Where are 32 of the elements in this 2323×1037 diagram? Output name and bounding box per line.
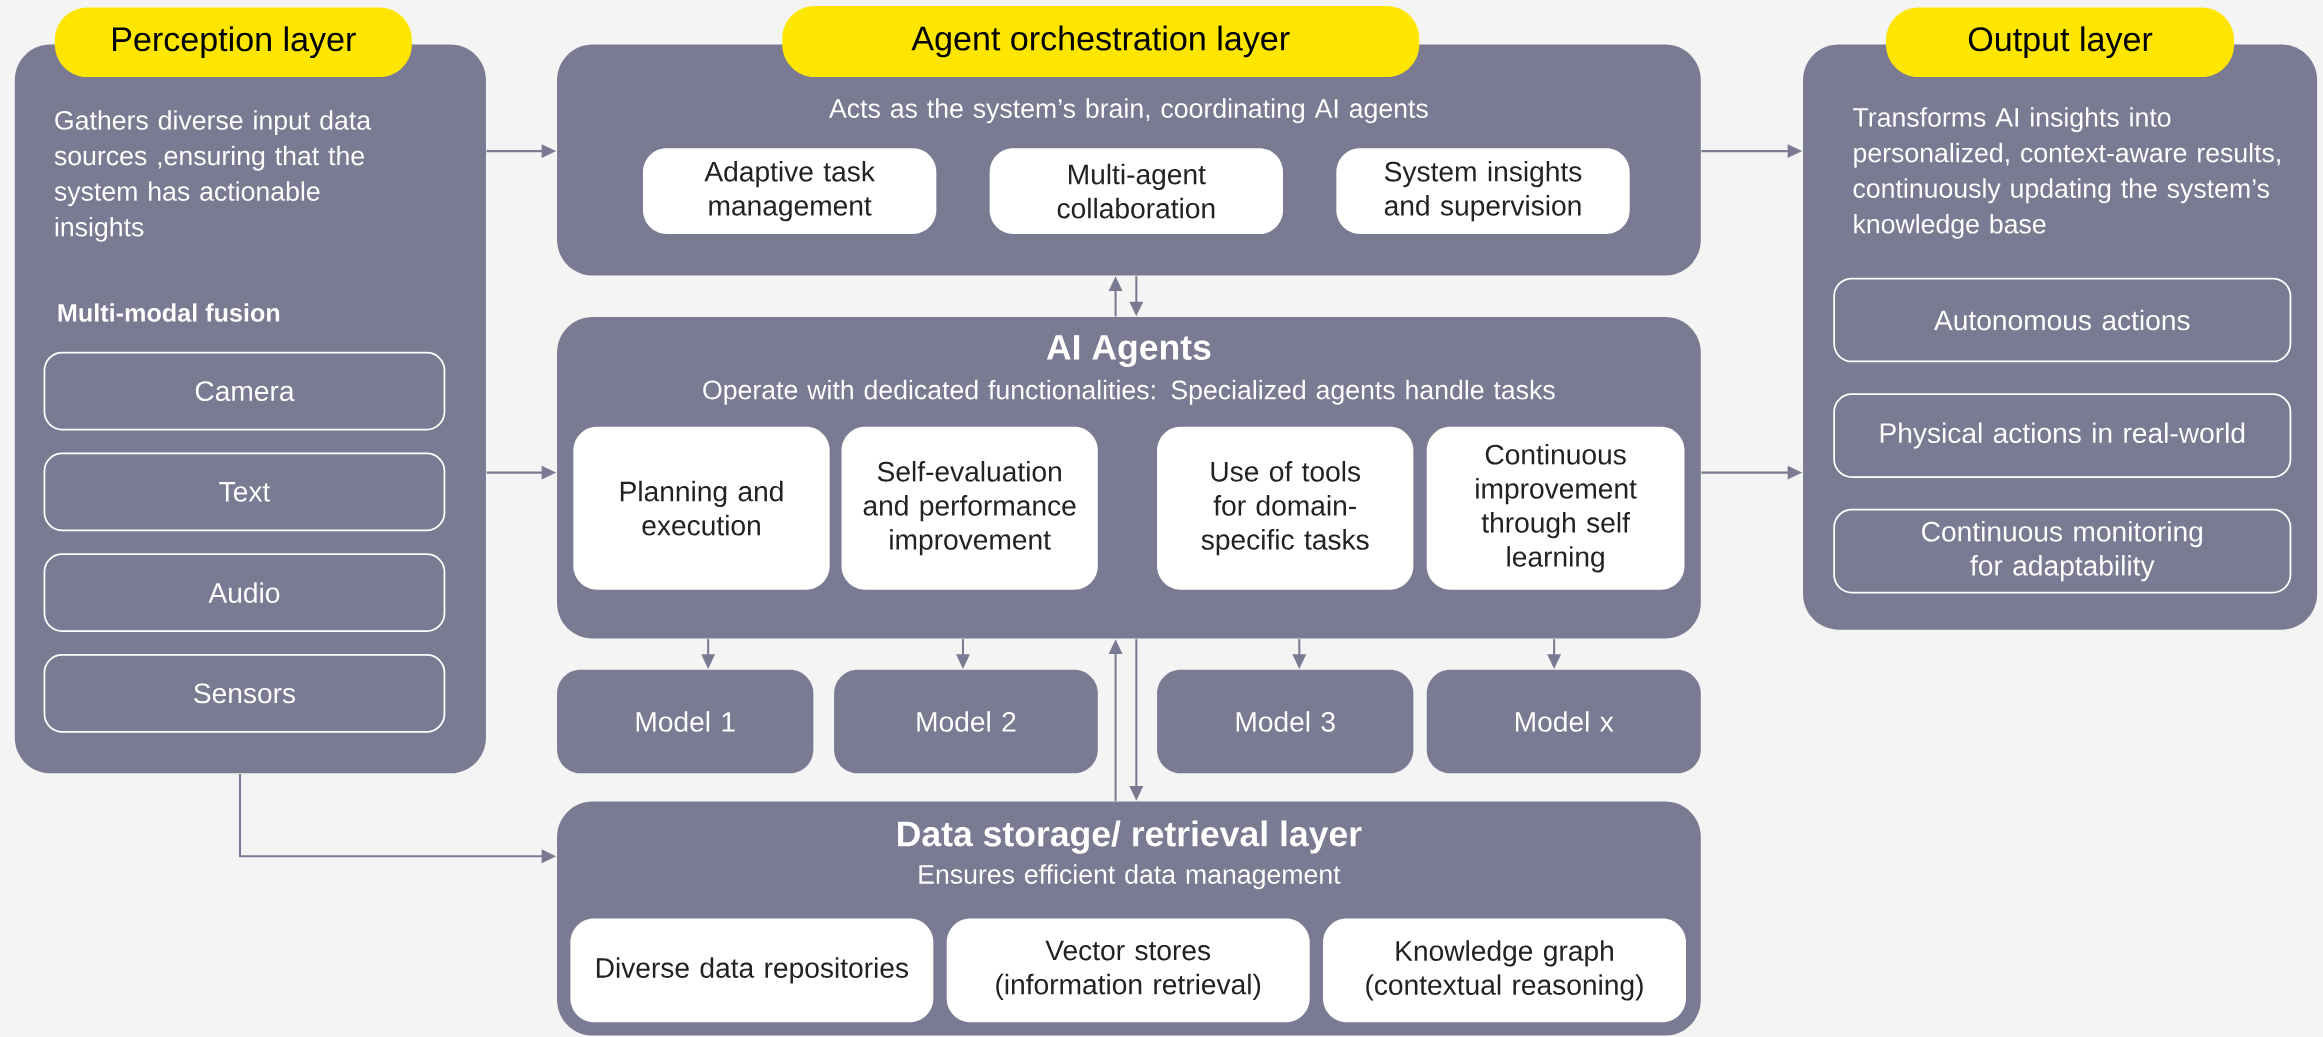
section-heading: Multi-modal fusion (58, 303, 280, 322)
model-box: Model 1 (557, 669, 814, 774)
function-box: Vector stores (information retrieval) (946, 918, 1310, 1023)
model-box: Model 2 (834, 669, 1098, 774)
description: Transforms AI insights into personalized, context-aware results, continuously updating the system’s knowledge base (1853, 107, 2280, 239)
source-box: Continuous monitoring for adaptability (1833, 508, 2292, 594)
source-box: Text (43, 452, 446, 532)
function-box: Continuous improvement through self learning (1426, 426, 1685, 590)
function-box: Planning and execution (573, 426, 830, 590)
description: Acts as the system’s brain, coordinating AI agents (829, 98, 1428, 124)
model-box: Model x (1426, 669, 1701, 774)
source-box: Camera (43, 351, 446, 431)
function-box: Knowledge graph (contextual reasoning) (1323, 918, 1686, 1023)
function-box: Use of tools for domain-specific tasks (1157, 426, 1414, 590)
title-tab: Output layer (1886, 7, 2235, 77)
layer-title: Data storage/ retrieval layer (898, 820, 1362, 854)
source-box: Physical actions in real-world (1833, 393, 2292, 478)
source-box: Sensors (43, 653, 446, 733)
function-box: Diverse data repositories (570, 918, 934, 1023)
description: Gathers diverse input data sources ,ensuring that the system has actionable insights (54, 110, 372, 242)
model-box: Model 3 (1157, 669, 1414, 774)
function-box: System insights and supervision (1336, 148, 1630, 235)
function-box: Self-evaluation and performance improvement (841, 426, 1098, 590)
title-tab: Perception layer (54, 7, 412, 77)
title-tab: Agent orchestration layer (782, 5, 1420, 77)
source-box: Audio (43, 553, 446, 632)
description: Ensures efficient data management (919, 864, 1341, 890)
layer-title: AI Agents (1046, 335, 1211, 368)
description: Operate with dedicated functionalities: Specialized agents handle tasks (703, 379, 1555, 405)
function-box: Adaptive task management (643, 148, 937, 235)
function-box: Multi-agent collaboration (989, 148, 1283, 235)
source-box: Autonomous actions (1833, 277, 2292, 363)
